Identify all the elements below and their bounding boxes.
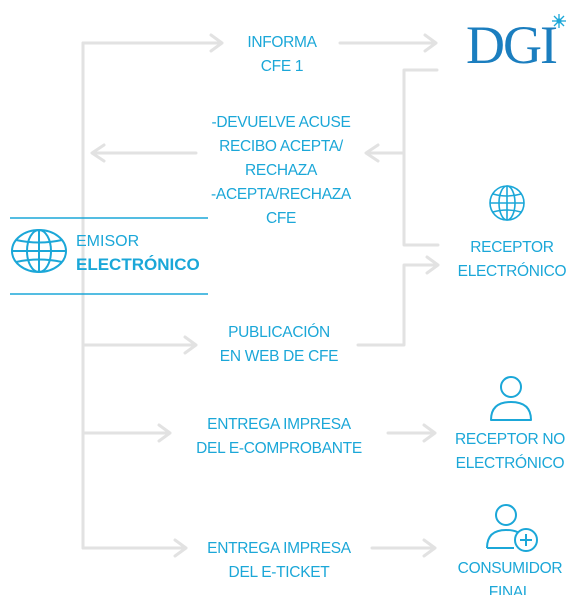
globe-icon: [489, 185, 525, 221]
informa-line: CFE 1: [260, 58, 304, 75]
emisor-line1: EMISOR: [76, 233, 140, 250]
publicacion-line: EN WEB DE CFE: [219, 348, 339, 365]
arrow-devuelve-to-emisor: [90, 143, 198, 163]
devuelve-label: -DEVUELVE ACUSE RECIBO ACEPTA/ RECHAZA -…: [196, 111, 366, 231]
sun-icon: [552, 14, 566, 28]
user-plus-icon: [486, 504, 538, 552]
return-from-receptor: [402, 68, 440, 247]
dgi-logo: DGI: [466, 12, 572, 78]
receptor-no-line: RECEPTOR NO: [454, 431, 566, 448]
receptor-no-electronico-label: RECEPTOR NO ELECTRÓNICO: [440, 428, 572, 476]
devuelve-line: RECIBO ACEPTA/: [219, 138, 343, 155]
arrow-ticket-to-consumidor: [370, 538, 437, 558]
receptor-line: RECEPTOR: [470, 239, 554, 256]
entrega-comprobante-line: DEL E-COMPROBANTE: [196, 440, 362, 457]
arrow-to-informa: [81, 33, 224, 53]
entrega-comprobante-label: ENTREGA IMPRESA DEL E-COMPROBANTE: [170, 413, 388, 461]
receptor-line: ELECTRÓNICO: [457, 263, 567, 280]
arrow-informa-to-dgi: [338, 33, 438, 53]
publicacion-label: PUBLICACIÓN EN WEB DE CFE: [200, 321, 358, 369]
devuelve-line: RECHAZA: [245, 162, 317, 179]
devuelve-line: CFE: [265, 210, 297, 227]
emisor-label: EMISOR ELECTRÓNICO: [76, 230, 200, 276]
dgi-logo-text: DGI: [466, 15, 558, 75]
globe-icon: [11, 229, 67, 273]
arrow-return-to-devuelve: [364, 143, 406, 163]
entrega-ticket-line: DEL E-TICKET: [228, 564, 330, 581]
receptor-no-line: ELECTRÓNICO: [455, 455, 565, 472]
devuelve-line: -DEVUELVE ACUSE: [211, 114, 351, 131]
consumidor-line: FINAL: [488, 584, 532, 595]
informa-label: INFORMA CFE 1: [224, 31, 340, 79]
entrega-ticket-label: ENTREGA IMPRESA DEL E-TICKET: [186, 537, 372, 585]
consumidor-line: CONSUMIDOR: [457, 560, 563, 577]
arrow-to-entrega-comprobante: [81, 423, 172, 443]
arrow-to-publicacion: [81, 335, 198, 355]
emisor-line2: ELECTRÓNICO: [76, 255, 200, 274]
arrow-publicacion-to-receptor: [356, 255, 440, 347]
arrow-entrega-to-receptor-no: [386, 423, 437, 443]
publicacion-line: PUBLICACIÓN: [228, 324, 330, 341]
informa-line: INFORMA: [247, 34, 317, 51]
entrega-comprobante-line: ENTREGA IMPRESA: [207, 416, 351, 433]
entrega-ticket-line: ENTREGA IMPRESA: [207, 540, 351, 557]
consumidor-final-label: CONSUMIDOR FINAL: [440, 557, 572, 595]
receptor-electronico-label: RECEPTOR ELECTRÓNICO: [444, 236, 572, 284]
user-icon: [490, 376, 532, 421]
arrow-to-entrega-ticket: [81, 538, 188, 558]
devuelve-line: -ACEPTA/RECHAZA: [211, 186, 351, 203]
